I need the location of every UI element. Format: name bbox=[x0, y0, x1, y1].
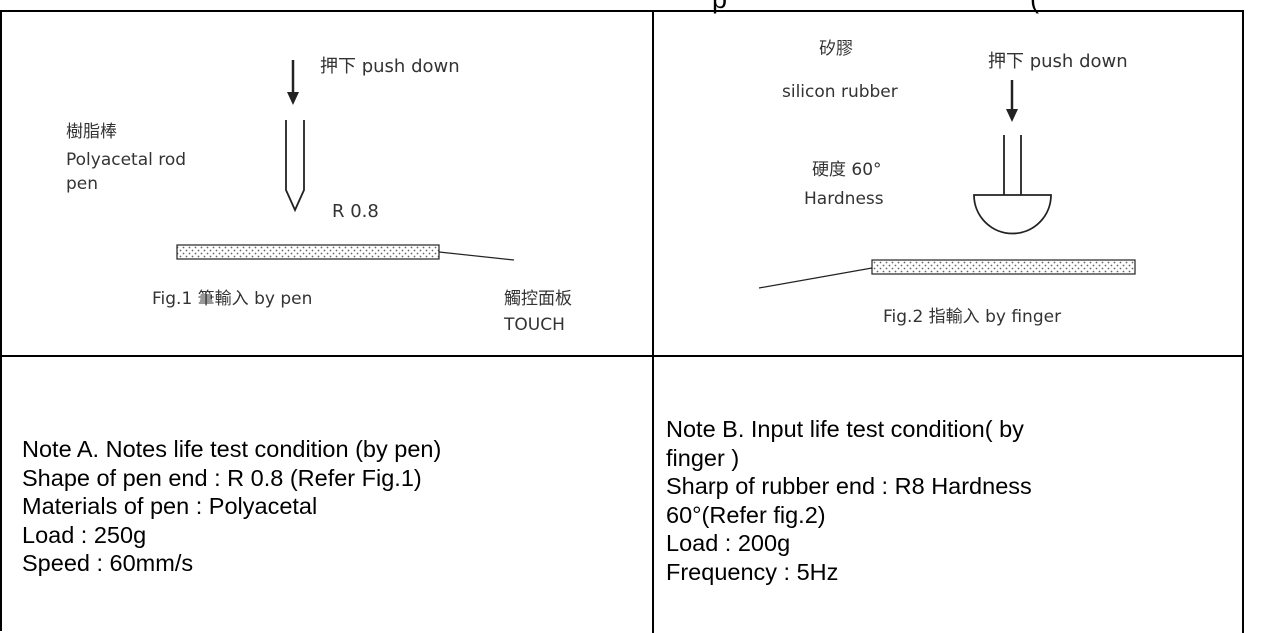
push-down-arrow-icon bbox=[1006, 80, 1018, 122]
note-b-line: Sharp of rubber end : R8 Hardness bbox=[666, 473, 1032, 499]
figure-2-cell: 矽膠 silicon rubber 押下 push down 硬度 60° Ha… bbox=[654, 12, 1244, 357]
fig1-caption: Fig.1 筆輸入 by pen bbox=[152, 289, 312, 309]
touch-panel-leader-line bbox=[758, 267, 873, 289]
note-b-text: Note B. Input life test condition( by fi… bbox=[666, 415, 1032, 586]
fig2-hardness-label: Hardness bbox=[804, 189, 884, 209]
note-a-line: Note A. Notes life test condition (by pe… bbox=[22, 436, 442, 462]
touch-panel-leader-line bbox=[438, 251, 515, 261]
touch-panel-bar bbox=[176, 244, 440, 260]
touch-panel-bar bbox=[871, 259, 1136, 275]
note-b-line: finger ) bbox=[666, 444, 740, 471]
rubber-finger-shape bbox=[973, 135, 1052, 235]
note-b-line: Note B. Input life test condition( by bbox=[666, 416, 1024, 442]
note-a-cell: Note A. Notes life test condition (by pe… bbox=[2, 357, 654, 633]
fig2-push-label: 押下 push down bbox=[988, 51, 1128, 72]
note-a-text: Note A. Notes life test condition (by pe… bbox=[22, 435, 441, 578]
figure-1-cell: 押下 push down 樹脂棒 Polyacetal rod pen R 0.… bbox=[2, 12, 654, 357]
fig1-rod-label-cn: 樹脂棒 bbox=[66, 122, 117, 142]
fig1-push-label: 押下 push down bbox=[320, 56, 460, 77]
note-a-line: Load : 250g bbox=[22, 521, 147, 548]
fig2-rubber-label-en: silicon rubber bbox=[782, 82, 898, 102]
fig2-hardness-value: 硬度 60° bbox=[812, 160, 882, 180]
pen-rod-shape bbox=[285, 120, 305, 213]
test-condition-table: 押下 push down 樹脂棒 Polyacetal rod pen R 0.… bbox=[0, 10, 1244, 633]
fig2-caption: Fig.2 指輸入 by finger bbox=[883, 307, 1061, 327]
header-right-fragment: ( bbox=[1030, 0, 1039, 15]
note-a-line: Materials of pen : Polyacetal bbox=[22, 493, 318, 519]
fig1-rod-label-en-2: pen bbox=[66, 174, 98, 194]
fig1-radius-label: R 0.8 bbox=[332, 201, 379, 222]
fig1-panel-label-en: TOUCH bbox=[503, 315, 565, 335]
note-a-line: Shape of pen end : R 0.8 (Refer Fig.1) bbox=[22, 464, 422, 491]
note-b-line: Frequency : 5Hz bbox=[666, 558, 839, 585]
fig1-panel-label-cn: 觸控面板 bbox=[504, 289, 572, 309]
note-a-line: Speed : 60mm/s bbox=[22, 550, 194, 576]
figure-1-pen-diagram: 押下 push down 樹脂棒 Polyacetal rod pen R 0.… bbox=[66, 56, 572, 335]
note-b-cell: Note B. Input life test condition( by fi… bbox=[654, 357, 1244, 633]
fig2-rubber-label-cn: 矽膠 bbox=[819, 39, 853, 59]
push-down-arrow-icon bbox=[287, 60, 299, 105]
note-b-line: Load : 200g bbox=[666, 530, 791, 556]
note-b-line: 60°(Refer fig.2) bbox=[666, 501, 826, 528]
fig1-rod-label-en-1: Polyacetal rod bbox=[66, 150, 186, 170]
figure-2-finger-diagram: 矽膠 silicon rubber 押下 push down 硬度 60° Ha… bbox=[758, 39, 1136, 327]
